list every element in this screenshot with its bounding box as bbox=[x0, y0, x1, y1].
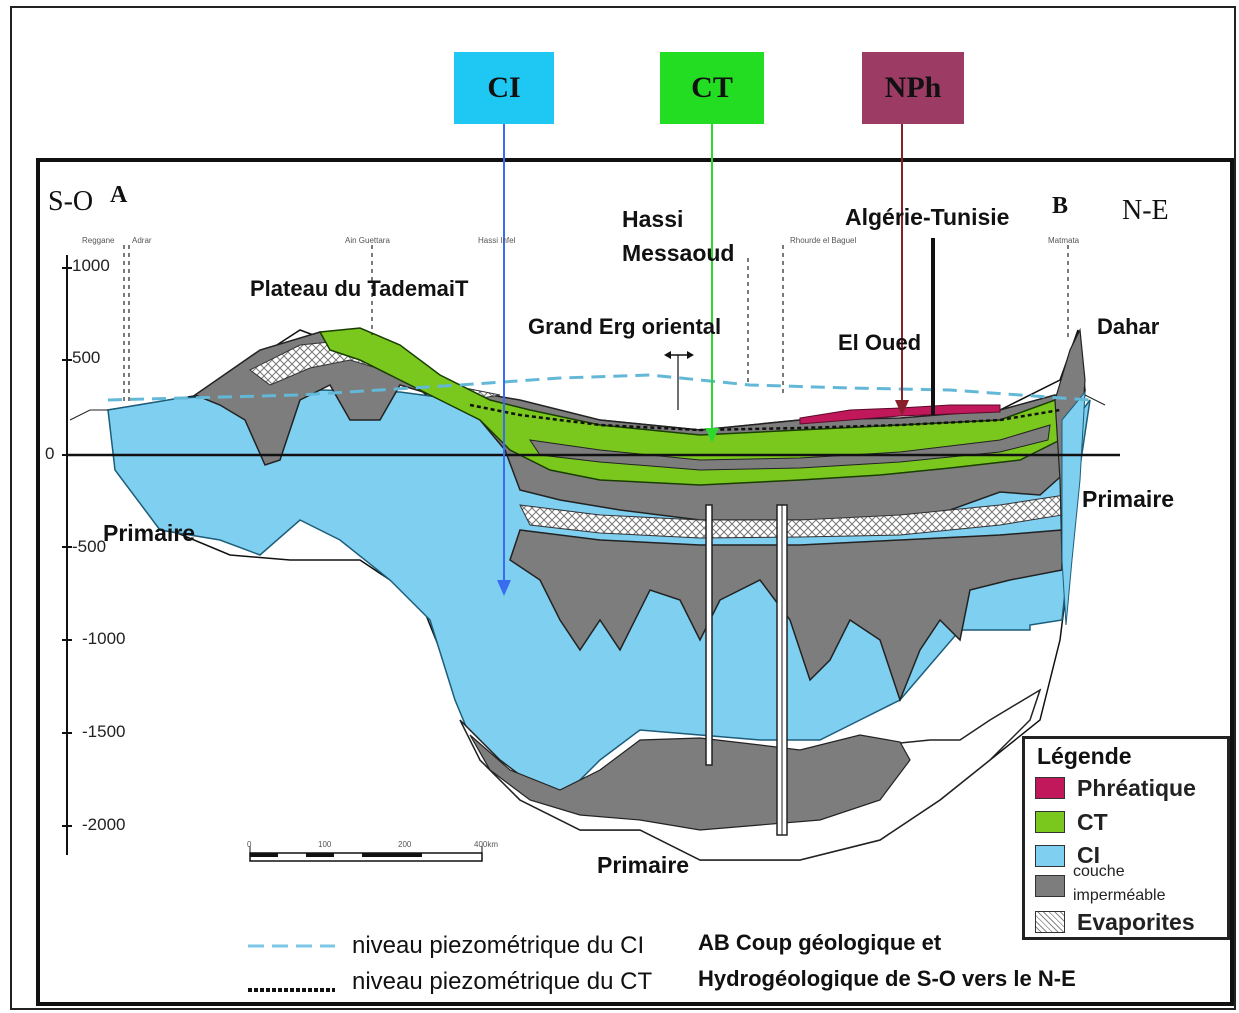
scale-bar bbox=[249, 846, 483, 862]
ground-surface-left bbox=[69, 409, 108, 421]
legend-label-evaporites: Evaporites bbox=[1077, 909, 1195, 935]
label-primaire-left: Primaire bbox=[103, 520, 196, 546]
legend-label-ci: CI bbox=[1077, 842, 1100, 868]
cross-section-frame bbox=[36, 158, 1234, 1006]
label-so: S-O bbox=[48, 186, 94, 217]
tick-minus-1500: -1500 bbox=[82, 722, 126, 741]
legend-swatch-evaporites bbox=[1035, 911, 1065, 933]
impermeable-layer-lower bbox=[509, 529, 1063, 703]
ground-surface-right bbox=[1084, 394, 1106, 406]
legend-label-impermeable: imperméable bbox=[1073, 887, 1166, 904]
legend-label-phreatique: Phréatique bbox=[1077, 775, 1196, 801]
label-primaire-bottom: Primaire bbox=[597, 852, 690, 878]
phreatic-layer bbox=[799, 404, 1001, 425]
label-rhourde: Rhourde el Baguel bbox=[790, 236, 857, 245]
label-adrar: Adrar bbox=[132, 236, 152, 245]
scale-label-200: 200 bbox=[398, 840, 412, 849]
label-dahar: Dahar bbox=[1097, 314, 1160, 339]
tick-minus-500: -500 bbox=[72, 537, 107, 556]
bottom-legend-ct: niveau piezométrique du CT bbox=[352, 968, 653, 995]
label-hassi: Hassi bbox=[622, 206, 684, 232]
legend-label-ct: CT bbox=[1077, 809, 1108, 835]
ct-inner-layer bbox=[528, 424, 1051, 471]
label-a: A bbox=[110, 182, 128, 208]
label-hassi-infel: Hassi Infel bbox=[478, 236, 516, 245]
bottom-legend-ci: niveau piezométrique du CI bbox=[352, 932, 645, 959]
figure-border bbox=[10, 6, 1236, 1010]
dahar-ci-strip bbox=[1061, 390, 1086, 626]
label-ne: N-E bbox=[1122, 195, 1169, 226]
tick-minus-2000: -2000 bbox=[82, 815, 126, 834]
legend-swatch-phreatique bbox=[1035, 777, 1065, 799]
label-messaoud: Messaoud bbox=[622, 240, 735, 266]
scale-label-400: 400km bbox=[474, 840, 499, 849]
tick-0: 0 bbox=[45, 444, 55, 463]
ct-piezometric-line bbox=[469, 403, 1061, 432]
tick-1000: 1000 bbox=[72, 256, 110, 275]
caption-line-1: AB Coup géologique et bbox=[698, 930, 942, 955]
scale-label-100: 100 bbox=[318, 840, 332, 849]
label-primaire-right: Primaire bbox=[1082, 486, 1175, 512]
ci-piezometric-line bbox=[107, 373, 1091, 402]
tag-ci: CI bbox=[454, 52, 554, 124]
label-algerie-tunisie: Algérie-Tunisie bbox=[845, 204, 1010, 230]
tick-500: 500 bbox=[72, 348, 101, 367]
legend-box: Légende Phréatique CT CI couche imperméa… bbox=[1022, 736, 1230, 940]
tag-ct: CT bbox=[660, 52, 764, 124]
legend-label-couche: couche bbox=[1073, 863, 1125, 880]
legend-swatch-ct bbox=[1035, 811, 1065, 833]
label-plateau: Plateau du TademaiT bbox=[250, 276, 469, 301]
tick-minus-1000: -1000 bbox=[82, 629, 126, 648]
scale-label-0: 0 bbox=[247, 840, 252, 849]
impermeable-layer-base bbox=[469, 734, 911, 831]
label-reggane: Reggane bbox=[82, 236, 115, 245]
label-el-oued: El Oued bbox=[838, 330, 922, 355]
fault-band-left bbox=[705, 504, 713, 766]
legend-title: Légende bbox=[1037, 743, 1132, 769]
legend-swatch-impermeable bbox=[1035, 875, 1065, 897]
legend-swatch-ci bbox=[1035, 845, 1065, 867]
label-b: B bbox=[1052, 193, 1069, 219]
label-grand-erg: Grand Erg oriental bbox=[528, 314, 722, 339]
label-matmata: Matmata bbox=[1048, 236, 1080, 245]
label-ain-guettara: Ain Guettara bbox=[345, 236, 390, 245]
tag-nph: NPh bbox=[862, 52, 964, 124]
caption-line-2: Hydrogéologique de S-O vers le N-E bbox=[698, 966, 1076, 991]
